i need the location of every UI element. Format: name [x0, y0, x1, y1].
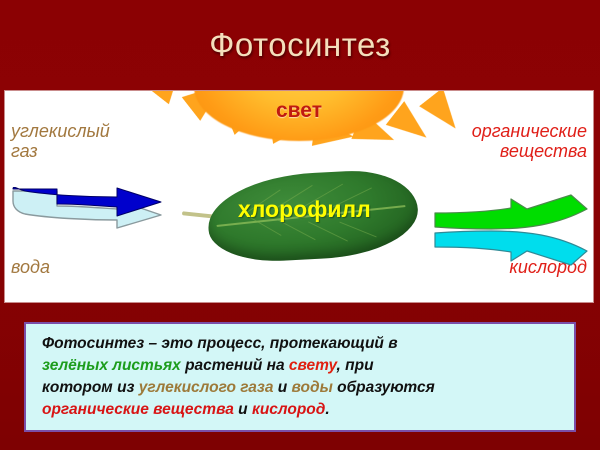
sun-graphic	[134, 91, 468, 163]
definition-l4-oxygen: кислород	[251, 401, 326, 418]
definition-text: Фотосинтез – это процесс, протекающий в …	[42, 333, 560, 421]
definition-l4-p4: .	[325, 401, 330, 418]
definition-l2-green-leaves: зелёных листьях	[42, 357, 181, 374]
input-arrows	[12, 187, 162, 229]
definition-l1-p1: Фотосинтез – это процесс, протекающий в	[42, 335, 398, 352]
water-arrow-icon	[12, 187, 162, 217]
definition-l3-p1: котором из	[42, 379, 139, 396]
definition-line-3: котором из углекислого газа и воды образ…	[42, 377, 560, 399]
definition-l3-p5: образуются	[332, 379, 435, 396]
organic-substances-arrow-icon	[434, 194, 588, 230]
diagram-panel: свет хлорофилл углекислый газ вода	[4, 90, 594, 303]
definition-l2-light: свету	[288, 357, 337, 374]
definition-l4-p2: и	[233, 401, 252, 418]
output-arrows	[434, 194, 588, 266]
label-organic-line2: вещества	[499, 141, 587, 162]
definition-l2-p2: растений на	[180, 357, 289, 374]
definition-box: Фотосинтез – это процесс, протекающий в …	[24, 322, 576, 432]
label-carbon-dioxide-line2: газ	[11, 141, 38, 162]
label-carbon-dioxide-line1: углекислый	[11, 121, 110, 141]
label-chlorophyll: хлорофилл	[237, 196, 371, 222]
definition-l3-p3: и	[273, 379, 292, 396]
label-organic-substances: органические вещества	[472, 121, 587, 161]
definition-line-1: Фотосинтез – это процесс, протекающий в	[42, 333, 560, 355]
definition-l3-water: воды	[291, 379, 333, 396]
definition-l4-organic: органические вещества	[42, 401, 234, 418]
oxygen-arrow-icon	[434, 230, 588, 266]
label-water: вода	[11, 257, 50, 277]
label-light: свет	[276, 99, 322, 122]
label-carbon-dioxide: углекислый газ	[11, 121, 110, 161]
definition-line-4: органические вещества и кислород.	[42, 399, 560, 421]
definition-l2-p4: , при	[336, 357, 374, 374]
definition-l3-carbon-dioxide: углекислого газа	[138, 379, 274, 396]
page-title: Фотосинтез	[209, 26, 391, 63]
label-organic-line1: органические	[471, 121, 587, 141]
definition-line-2: зелёных листьях растений на свету, при	[42, 355, 560, 377]
carbon-dioxide-arrow-icon	[12, 190, 162, 229]
